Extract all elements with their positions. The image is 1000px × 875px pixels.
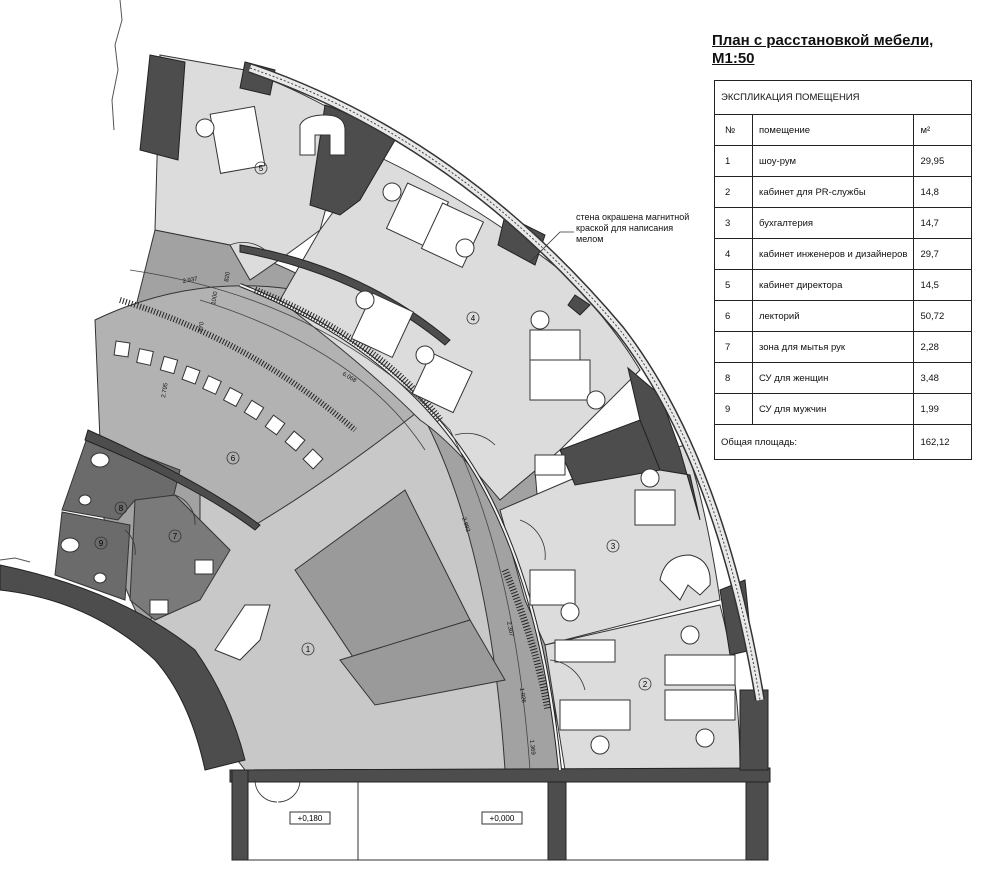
total-label: Общая площадь: [713, 424, 915, 460]
room-number-3: 3 [611, 542, 616, 551]
row-number: 9 [714, 393, 753, 425]
level-mark-right: +0,000 [490, 814, 515, 823]
row-room: лекторий [751, 300, 915, 332]
row-number: 7 [714, 331, 753, 363]
row-room: кабинет инженеров и дизайнеров [751, 238, 915, 270]
dimension-label: 1000 [211, 291, 219, 306]
row-number: 5 [714, 269, 753, 301]
wall-note-line3: мелом [576, 234, 604, 244]
explication-columns-row: № помещение м² [714, 114, 972, 146]
row-area: 14,5 [913, 269, 972, 301]
plan-title-scale: М1:50 [712, 50, 755, 67]
row-room: зона для мытья рук [751, 331, 915, 363]
row-room: кабинет для PR-службы [751, 176, 915, 208]
room-number-4: 4 [471, 314, 476, 323]
dimension-label: 2.307 [505, 621, 514, 638]
dimension-label: 2.892 [460, 517, 471, 534]
room-number-5: 5 [259, 164, 264, 173]
row-area: 29,95 [913, 145, 972, 177]
row-room: бухгалтерия [751, 207, 915, 239]
dimension-label: 1.026 [518, 687, 526, 703]
row-area: 3,48 [913, 362, 972, 394]
room-number-2: 2 [643, 680, 648, 689]
dimension-label: 1.369 [528, 740, 536, 756]
dimension-label: 2.795 [161, 382, 170, 398]
row-number: 2 [714, 176, 753, 208]
row-area: 2,28 [913, 331, 972, 363]
explication-header-row: ЭКСПЛИКАЦИЯ ПОМЕЩЕНИЯ [714, 80, 972, 115]
row-number: 3 [714, 207, 753, 239]
total-value: 162,12 [913, 424, 972, 460]
dimension-label: 870 [198, 321, 206, 333]
room-number-9: 9 [99, 539, 104, 548]
row-number: 1 [714, 145, 753, 177]
column-area: м² [913, 114, 972, 146]
plan-title-line1: План с расстановкой мебели, [712, 32, 934, 49]
level-mark-left: +0,180 [298, 814, 323, 823]
room-number-6: 6 [231, 454, 236, 463]
wall-note: стена окрашена магнитной краской для нап… [576, 212, 689, 245]
total-row: Общая площадь: 162,12 [713, 424, 972, 460]
row-room: СУ для мужчин [751, 393, 915, 425]
dimension-label: 820 [224, 271, 232, 283]
row-area: 14,8 [913, 176, 972, 208]
dimension-label: 2.937 [182, 276, 198, 285]
row-area: 50,72 [913, 300, 972, 332]
plan-title: План с расстановкой мебели, М1:50 [712, 32, 933, 68]
explication-header: ЭКСПЛИКАЦИЯ ПОМЕЩЕНИЯ [714, 80, 972, 115]
column-room: помещение [751, 114, 915, 146]
row-area: 14,7 [913, 207, 972, 239]
room-number-8: 8 [119, 504, 124, 513]
wall-note-line1: стена окрашена магнитной [576, 212, 690, 222]
row-room: шоу-рум [751, 145, 915, 177]
row-area: 1,99 [913, 393, 972, 425]
row-area: 29,7 [913, 238, 972, 270]
column-number: № [714, 114, 753, 146]
row-room: кабинет директора [751, 269, 915, 301]
row-number: 6 [714, 300, 753, 332]
row-number: 4 [714, 238, 753, 270]
room-number-7: 7 [173, 532, 178, 541]
wall-note-line2: краской для написания [576, 223, 674, 233]
room-number-1: 1 [306, 645, 311, 654]
row-number: 8 [714, 362, 753, 394]
row-room: СУ для женщин [751, 362, 915, 394]
